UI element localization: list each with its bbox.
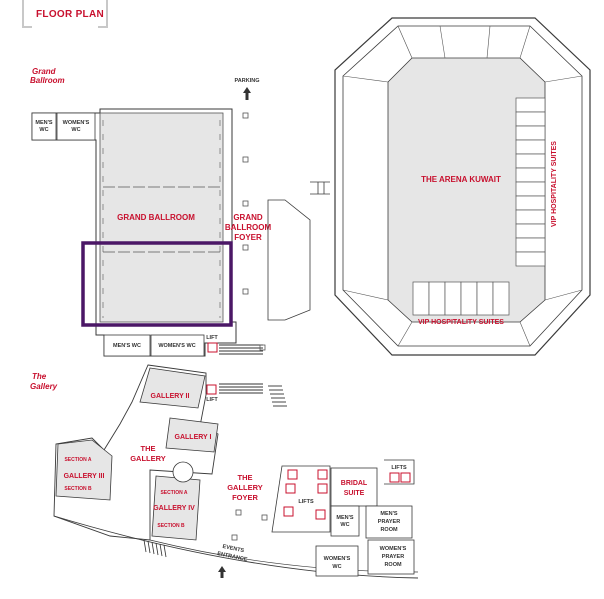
up-arrow-icon [243,87,251,100]
womens-wc-room[interactable] [56,112,96,141]
grand-ballroom-room[interactable] [99,112,224,323]
womens-wc-gallery-label: WOMEN'S [324,556,351,562]
lift-icon[interactable] [283,469,328,520]
parking-label: PARKING [235,78,260,84]
floor-plan-header: FLOOR PLAN [22,0,108,28]
rotunda [172,461,194,483]
mens-wc-gallery-label: MEN'S [336,515,354,521]
mens-wc-gallery-room[interactable] [330,505,360,537]
lifts-center-label: LIFTS [298,499,314,505]
bridal-suite-label: BRIDAL [341,480,368,487]
section-label-ballroom: Ballroom [30,76,65,85]
womens-prayer-label: ROOM [384,562,402,568]
the-gallery-label: THE [141,444,156,453]
corridor-lines [310,181,330,195]
lift-gallery-label: LIFT [206,397,218,403]
section-a-right-label: SECTION A [160,490,187,496]
gallery-ii-label: GALLERY II [151,393,190,400]
section-b-left-label: SECTION B [64,486,92,492]
stairs-icon [219,383,263,394]
lift-icon[interactable] [206,384,217,395]
stairs-icon [268,385,287,407]
arena-seating-lines [342,25,583,347]
womens-prayer-label: PRAYER [382,554,404,560]
mens-wc-gallery-label: WC [340,522,349,528]
mens-wc-label: WC [39,127,48,133]
stairs-icon [143,539,167,558]
womens-prayer-room[interactable] [367,539,415,575]
bridal-suite-label: SUITE [344,490,365,497]
stairs-icon [219,344,263,355]
gallery-foyer-label: FOYER [232,493,258,502]
vip-suites-horizontal-label: VIP HOSPITALITY SUITES [418,319,504,326]
lifts-block [271,465,331,533]
gallery-outer-wall [53,515,419,579]
grand-ballroom-label: GRAND BALLROOM [117,213,195,222]
mens-wc-label: MEN'S [35,120,53,126]
gallery-i-label: GALLERY I [175,434,212,441]
womens-wc-gallery-label: WC [332,564,341,570]
foyer-label: FOYER [234,233,262,242]
vip-suites-right[interactable] [515,97,546,267]
womens-wc-room-bottom[interactable] [150,334,205,357]
ballroom-outline [31,108,237,357]
foyer-label: GRAND [233,213,263,222]
section-label-gallery: Gallery [30,382,58,391]
womens-wc-bottom-label: WOMEN'S WC [158,343,195,349]
lifts-right-label: LIFTS [391,465,407,471]
column-markers [242,112,266,351]
lift-icon[interactable] [207,342,218,353]
womens-wc-label: WOMEN'S [63,120,90,126]
gallery-iv-label: GALLERY IV [153,505,195,512]
the-gallery-label: GALLERY [130,454,166,463]
page-title: FLOOR PLAN [36,9,104,20]
section-label-the: The [32,372,47,381]
gallery-ii-room[interactable] [139,367,206,409]
mens-prayer-label: ROOM [380,527,398,533]
arena-label: THE ARENA KUWAIT [421,175,501,184]
mens-prayer-label: MEN'S [380,511,398,517]
gallery-iii-label: GALLERY III [64,473,105,480]
bridal-suite-room[interactable] [330,467,378,507]
womens-wc-label: WC [71,127,80,133]
mens-prayer-label: PRAYER [378,519,400,525]
vip-suites-vertical-label: VIP HOSPITALITY SUITES [551,141,558,227]
mens-prayer-room[interactable] [365,505,413,539]
section-b-right-label: SECTION B [157,523,185,529]
womens-prayer-label: WOMEN'S [380,546,407,552]
vip-suites-bottom[interactable] [412,281,510,316]
gallery-i-room[interactable] [165,417,219,453]
womens-wc-gallery-room[interactable] [315,545,359,577]
foyer-wall [267,199,311,321]
foyer-label: BALLROOM [225,223,272,232]
mens-wc-room-bottom[interactable] [103,334,151,357]
gallery-iii-room[interactable] [55,439,113,501]
up-arrow-icon [218,566,226,578]
column-markers [231,509,268,541]
section-a-left-label: SECTION A [64,457,91,463]
gallery-foyer-label: THE [238,473,253,482]
lift-label: LIFT [206,335,218,341]
gallery-outline [53,364,219,541]
highlight-box [81,241,233,327]
mens-wc-bottom-label: MEN'S WC [113,343,141,349]
lifts-right-block [384,459,415,485]
lift-icon[interactable] [389,472,411,483]
events-entrance-label: EVENTS [222,544,245,555]
mens-wc-room[interactable] [31,112,57,141]
section-label-grand: Grand [32,67,57,76]
gallery-foyer-label: GALLERY [227,483,263,492]
